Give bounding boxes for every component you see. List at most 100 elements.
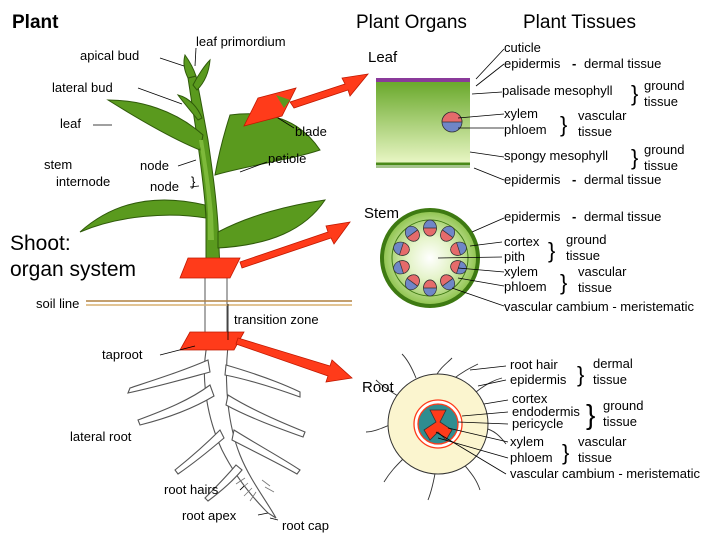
arrow-to-stem	[239, 221, 351, 269]
stem-ground: ground	[566, 232, 606, 247]
leaf-ground-2: ground	[644, 142, 684, 157]
leaf-brace-3: }	[631, 145, 638, 170]
stem-epidermis-label: epidermis	[504, 209, 561, 224]
vascular-bundles	[393, 219, 467, 297]
root-cap-label: root cap	[282, 518, 329, 533]
node-label-2: node	[150, 179, 179, 194]
leaf-phloem-label: phloem	[504, 122, 547, 137]
lateral-bud-shape	[176, 94, 203, 121]
internode-label: internode	[56, 174, 110, 189]
root-hairs-label: root hairs	[164, 482, 219, 497]
node-label-1: node	[140, 158, 169, 173]
stem-xylem-label: xylem	[504, 264, 538, 279]
upper-leaf-right	[214, 113, 321, 176]
lateral-root-label: lateral root	[70, 429, 132, 444]
lower-leaf-left	[79, 199, 207, 233]
leaf-brace-2: }	[560, 112, 567, 137]
root-organ-title: Root	[362, 379, 395, 396]
plant-labels: apical bud leaf primordium lateral bud l…	[36, 34, 329, 533]
arrow-to-root	[235, 337, 353, 383]
stem-brace-1: }	[548, 238, 555, 263]
vascular-bundle	[404, 225, 420, 242]
palisade-label: palisade mesophyll	[502, 83, 613, 98]
root-tissue-1: tissue	[593, 372, 627, 387]
apical-bud-label: apical bud	[80, 48, 139, 63]
leaf-vascular: vascular	[578, 108, 627, 123]
root-cross-section	[365, 353, 507, 501]
lateral-root-left-2	[137, 384, 215, 426]
plant-tissues-heading: Plant Tissues	[523, 12, 636, 33]
stem-pith-label: pith	[504, 249, 525, 264]
lower-leaf-right	[217, 199, 327, 249]
leaf-primordium-shape	[192, 58, 211, 91]
pointer-arrows	[235, 73, 369, 383]
taproot-label: taproot	[102, 347, 143, 362]
root-tissue-3: tissue	[578, 450, 612, 465]
root-brace-1: }	[577, 362, 584, 387]
root-xylem-label: xylem	[510, 434, 544, 449]
lateral-root-right-2	[225, 394, 306, 438]
leaf-dermal-tissue-2: dermal tissue	[584, 172, 661, 187]
vascular-bundle	[450, 260, 467, 275]
vascular-bundle	[393, 260, 410, 275]
stem-tissue-1: tissue	[566, 248, 600, 263]
leaf-epidermis-top-label: epidermis	[504, 56, 561, 71]
organ-system-heading: organ system	[10, 258, 136, 281]
soil-line-graphic	[86, 300, 352, 306]
root-endodermis-label: endodermis	[512, 404, 580, 419]
stem-cross-section	[380, 208, 480, 308]
lateral-bud-label: lateral bud	[52, 80, 113, 95]
vascular-bundle	[393, 241, 410, 256]
vascular-bundle	[404, 274, 420, 291]
shoot-heading: Shoot:	[10, 232, 71, 255]
vascular-bundle	[450, 241, 467, 256]
plant-organs-heading: Plant Organs	[356, 12, 467, 33]
blade-label: blade	[295, 124, 327, 139]
stem-section-plane	[179, 257, 241, 279]
headings: Plant Plant Organs Plant Tissues Shoot: …	[10, 12, 636, 281]
spongy-label: spongy mesophyll	[504, 148, 608, 163]
leader-lines	[93, 47, 509, 521]
stem-phloem-label: phloem	[504, 279, 547, 294]
soil-line-label: soil line	[36, 296, 79, 311]
leaf-xylem-label: xylem	[504, 106, 538, 121]
lateral-root-left-3	[174, 429, 225, 475]
shoot-highlight	[199, 140, 214, 240]
vascular-bundle	[423, 279, 437, 297]
leaf-tissue-2: tissue	[578, 124, 612, 139]
leaf-epidermis-bottom-label: epidermis	[504, 172, 561, 187]
root-vascular: vascular	[578, 434, 627, 449]
cuticle-label: cuticle	[504, 40, 541, 55]
leaf-brace-1: }	[631, 81, 638, 106]
stem-brace-2: }	[560, 270, 567, 295]
apical-bud-shape	[183, 53, 197, 79]
root-brace-3: }	[562, 440, 569, 465]
root-epidermis-label: epidermis	[510, 372, 567, 387]
lateral-root-right	[224, 364, 301, 398]
lateral-root-right-3	[231, 429, 301, 475]
stem-dash: -	[572, 209, 576, 224]
leaf-organ-title: Leaf	[368, 49, 398, 66]
root-apex-label: root apex	[182, 508, 237, 523]
root-tissue-2: tissue	[603, 414, 637, 429]
leaf-dermal-tissue-1: dermal tissue	[584, 56, 661, 71]
root-phloem-label: phloem	[510, 450, 553, 465]
stem-label: stem	[44, 157, 72, 172]
stem-vascular: vascular	[578, 264, 627, 279]
root-tissue-labels: Root root hair epidermis } dermal tissue…	[362, 356, 700, 481]
stem-tissue-2: tissue	[578, 280, 612, 295]
stem-cambium-label: vascular cambium - meristematic	[504, 299, 694, 314]
vascular-bundle	[423, 219, 437, 237]
root-brace-2: }	[586, 399, 595, 430]
stem-dermal-tissue: dermal tissue	[584, 209, 661, 224]
stem-organ-title: Stem	[364, 205, 399, 222]
lateral-root-left	[127, 359, 211, 394]
stem-cortex-label: cortex	[504, 234, 540, 249]
plant-heading: Plant	[12, 12, 59, 33]
root-system	[127, 344, 306, 519]
shoot	[79, 53, 327, 271]
transition-zone-label: transition zone	[234, 312, 319, 327]
leaf-cross-section	[376, 78, 470, 168]
root-cortex-label: cortex	[512, 391, 548, 406]
